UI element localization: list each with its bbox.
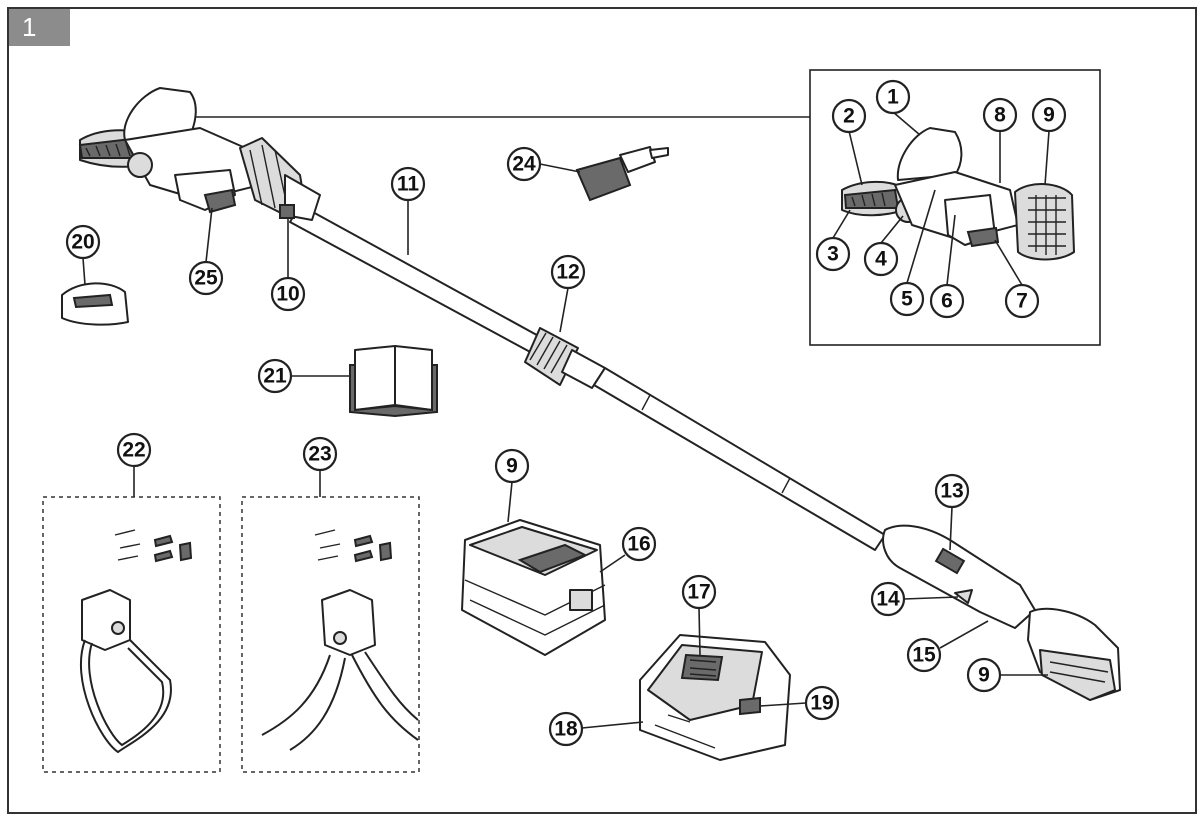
callout-25-label: 25 bbox=[194, 267, 218, 290]
callout-15-label: 15 bbox=[912, 644, 936, 667]
callout-1: 1 bbox=[875, 79, 911, 115]
callout-5-label: 5 bbox=[901, 288, 913, 311]
callout-3-label: 3 bbox=[827, 243, 839, 266]
detail-pruner-with-battery bbox=[841, 127, 1075, 261]
callout-17-label: 17 bbox=[687, 581, 710, 604]
callout-6: 6 bbox=[929, 283, 965, 319]
battery-pack bbox=[461, 519, 606, 656]
figure-number-tab: 1 bbox=[8, 8, 70, 46]
callout-14: 14 bbox=[870, 581, 906, 617]
callout-14-label: 14 bbox=[876, 588, 900, 611]
wall-hook-kit bbox=[261, 529, 419, 751]
belt-hook-kit-box bbox=[42, 496, 221, 773]
callout-7: 7 bbox=[1004, 283, 1040, 319]
callout-11: 11 bbox=[390, 166, 426, 202]
callout-2: 2 bbox=[831, 98, 867, 134]
callout-16: 16 bbox=[621, 526, 657, 562]
figure-frame bbox=[7, 7, 1197, 814]
callout-21-label: 21 bbox=[263, 365, 287, 388]
callout-17: 17 bbox=[681, 574, 717, 610]
callout-21: 21 bbox=[257, 358, 293, 394]
callout-22: 22 bbox=[116, 432, 152, 468]
callout-19-label: 19 bbox=[810, 692, 833, 715]
callout-22-label: 22 bbox=[122, 439, 145, 462]
callout-8: 8 bbox=[982, 97, 1018, 133]
callout-19: 19 bbox=[804, 685, 840, 721]
callout-8-label: 8 bbox=[994, 104, 1006, 127]
callout-18-label: 18 bbox=[554, 718, 578, 741]
pruner-head bbox=[78, 87, 321, 221]
battery-charger bbox=[639, 634, 791, 761]
oil-bottle bbox=[575, 146, 669, 202]
callout-9-handle-label: 9 bbox=[978, 664, 990, 687]
callout-9-inset-label: 9 bbox=[1043, 104, 1055, 127]
callout-12: 12 bbox=[550, 254, 586, 290]
detail-inset-box bbox=[809, 69, 1101, 346]
callout-24: 24 bbox=[506, 146, 542, 182]
wall-hook-kit-box bbox=[241, 496, 420, 773]
callout-5: 5 bbox=[889, 281, 925, 317]
callout-20: 20 bbox=[65, 224, 101, 260]
callout-6-label: 6 bbox=[941, 290, 953, 313]
callout-20-label: 20 bbox=[71, 231, 94, 254]
callout-4-label: 4 bbox=[875, 248, 887, 271]
telescopic-pole bbox=[289, 204, 886, 551]
leader-lines bbox=[82, 111, 1050, 729]
callout-12-label: 12 bbox=[556, 261, 579, 284]
belt-hook-kit bbox=[79, 529, 193, 754]
callout-23: 23 bbox=[302, 436, 338, 472]
callout-24-label: 24 bbox=[512, 153, 536, 176]
callout-25: 25 bbox=[188, 260, 224, 296]
callout-9-handle: 9 bbox=[966, 657, 1002, 693]
callout-23-label: 23 bbox=[308, 443, 331, 466]
callout-1-label: 1 bbox=[887, 86, 899, 109]
callout-2-label: 2 bbox=[843, 105, 855, 128]
callout-3: 3 bbox=[815, 236, 851, 272]
callout-11-label: 11 bbox=[397, 173, 420, 196]
callout-16-label: 16 bbox=[627, 533, 650, 556]
callout-10-label: 10 bbox=[276, 283, 299, 306]
callout-13-label: 13 bbox=[940, 480, 963, 503]
manual-book bbox=[349, 345, 438, 418]
callout-15: 15 bbox=[906, 637, 942, 673]
chain-guard bbox=[61, 282, 129, 326]
callout-7-label: 7 bbox=[1016, 290, 1028, 313]
callout-13: 13 bbox=[934, 473, 970, 509]
callout-9-battery: 9 bbox=[494, 448, 530, 484]
control-handle bbox=[882, 524, 1121, 701]
callout-9-inset: 9 bbox=[1031, 97, 1067, 133]
callout-10: 10 bbox=[270, 276, 306, 312]
callout-18: 18 bbox=[548, 711, 584, 747]
callout-9-battery-label: 9 bbox=[506, 455, 518, 478]
callout-4: 4 bbox=[863, 241, 899, 277]
